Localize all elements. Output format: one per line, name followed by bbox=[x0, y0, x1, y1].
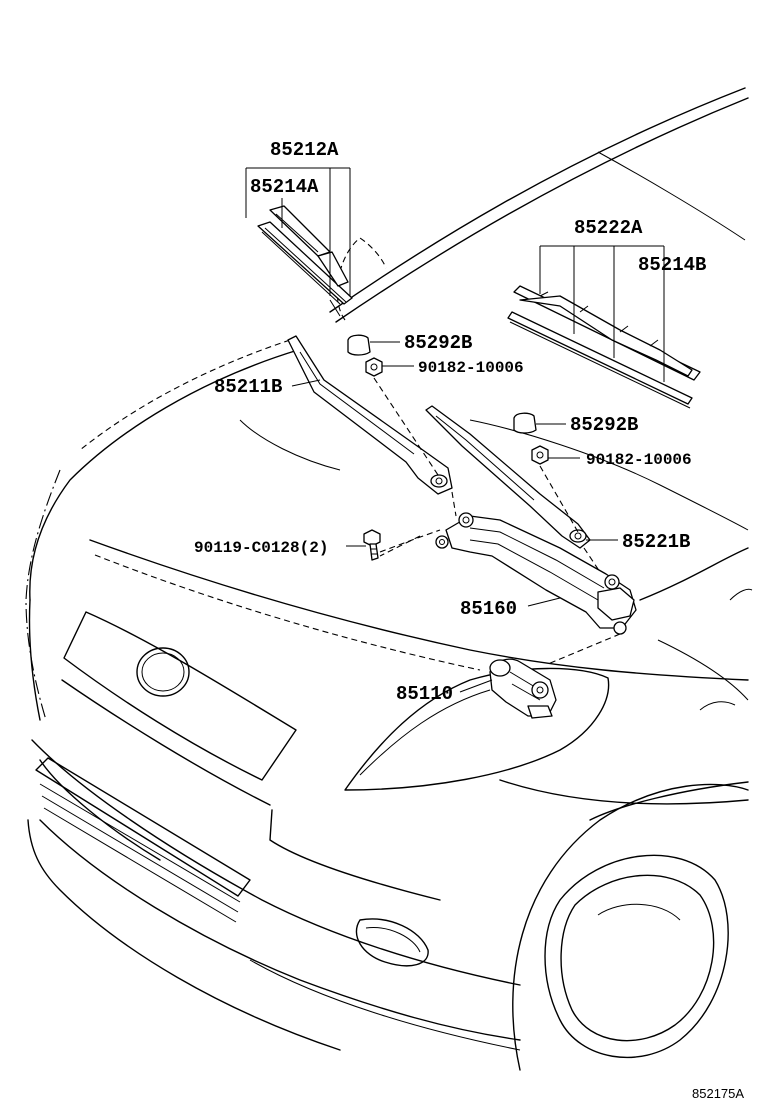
nut-90182-right bbox=[531, 445, 549, 465]
bolt-90119 bbox=[363, 529, 381, 561]
label-85110: 85110 bbox=[396, 683, 453, 705]
nut-90182-left bbox=[365, 357, 383, 377]
label-85211B: 85211B bbox=[214, 376, 282, 398]
car-body-outline bbox=[25, 87, 753, 1071]
label-90182-left: 90182-10006 bbox=[418, 359, 524, 377]
wiper-arm-left bbox=[287, 335, 453, 495]
label-85292B-right: 85292B bbox=[570, 414, 638, 436]
label-85292B-left: 85292B bbox=[404, 332, 472, 354]
label-85160: 85160 bbox=[460, 598, 517, 620]
cap-85292B-left bbox=[347, 334, 371, 356]
figure-code: 852175A bbox=[692, 1086, 744, 1101]
wiper-arm-right bbox=[425, 405, 591, 549]
assembly-dashed-lines bbox=[373, 377, 621, 665]
label-85214B: 85214B bbox=[638, 254, 706, 276]
label-85221B: 85221B bbox=[622, 531, 690, 553]
label-85212A: 85212A bbox=[270, 139, 339, 161]
label-90119: 90119-C0128(2) bbox=[194, 539, 328, 557]
label-85222A: 85222A bbox=[574, 217, 643, 239]
wiper-link-assembly bbox=[435, 512, 637, 635]
leader-lines bbox=[245, 167, 665, 693]
wiper-blade-right bbox=[507, 285, 701, 409]
label-85214A: 85214A bbox=[250, 176, 319, 198]
wiper-motor bbox=[489, 658, 557, 719]
cap-85292B-right bbox=[513, 412, 537, 434]
label-90182-right: 90182-10006 bbox=[586, 451, 692, 469]
